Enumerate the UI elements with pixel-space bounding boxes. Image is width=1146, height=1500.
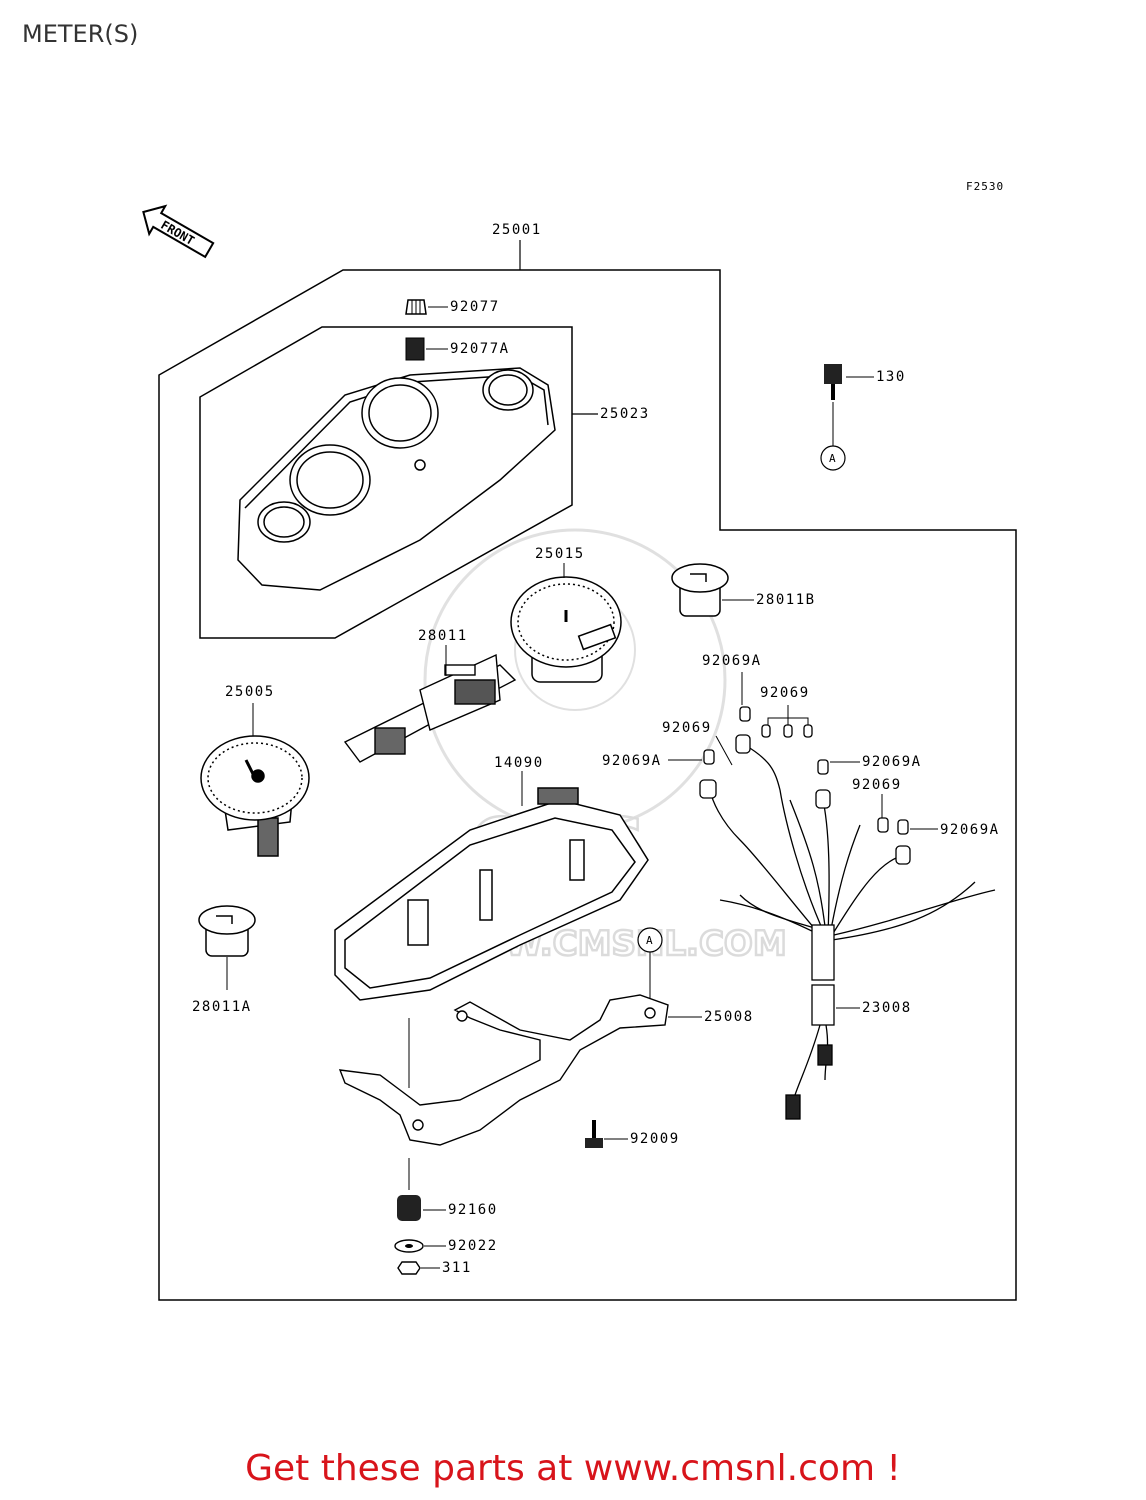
part-label-92160: 92160	[448, 1202, 498, 1218]
part-label-25001: 25001	[492, 222, 542, 238]
svg-text:A: A	[829, 452, 837, 465]
part-25005-gauge	[200, 735, 310, 857]
part-311-nut	[397, 1261, 421, 1275]
part-label-28011b: 28011B	[756, 592, 816, 608]
part-25008-plate	[338, 994, 669, 1146]
part-92077-knob	[405, 299, 427, 315]
part-28011-bracket	[343, 653, 517, 763]
part-92022-washer	[394, 1239, 424, 1253]
part-label-25023: 25023	[600, 406, 650, 422]
part-label-25015: 25015	[535, 546, 585, 562]
part-28011b-socket	[671, 563, 729, 617]
part-label-92069a-right2: 92069A	[940, 822, 1000, 838]
part-130-bolt: A	[820, 364, 846, 471]
part-label-92077: 92077	[450, 299, 500, 315]
part-label-23008: 23008	[862, 1000, 912, 1016]
part-label-92022: 92022	[448, 1238, 498, 1254]
page-title: METER(S)	[22, 20, 139, 48]
svg-text:A: A	[646, 934, 654, 947]
case-outline-25023	[199, 326, 573, 639]
part-92160-grommet	[397, 1195, 421, 1221]
part-label-28011a: 28011A	[192, 999, 252, 1015]
part-label-92069a-top: 92069A	[702, 653, 762, 669]
part-label-92069-c: 92069	[852, 777, 902, 793]
part-25015-gauge	[510, 576, 622, 683]
meter-case-drawing	[237, 367, 556, 591]
part-label-25005: 25005	[225, 684, 275, 700]
bulb-cluster	[699, 706, 911, 865]
part-label-92009: 92009	[630, 1131, 680, 1147]
part-label-92069a-left: 92069A	[602, 753, 662, 769]
part-label-92069-b: 92069	[662, 720, 712, 736]
part-label-14090: 14090	[494, 755, 544, 771]
part-label-28011: 28011	[418, 628, 468, 644]
wiring-harness	[709, 744, 996, 1120]
assembly-outline-25001	[158, 269, 1017, 1301]
part-28011a-socket	[198, 905, 256, 957]
footer-link-text[interactable]: Get these parts at www.cmsnl.com !	[245, 1448, 901, 1489]
part-label-130: 130	[876, 369, 906, 385]
part-label-25008: 25008	[704, 1009, 754, 1025]
front-arrow-icon: FRONT	[142, 204, 215, 259]
figure-code: F2530	[966, 180, 1004, 193]
part-label-311: 311	[442, 1260, 472, 1276]
part-92009-screw	[585, 1120, 603, 1148]
part-92077a-knob	[405, 337, 425, 361]
part-label-92077a: 92077A	[450, 341, 510, 357]
part-label-92069-a: 92069	[760, 685, 810, 701]
part-14090-housing	[334, 787, 649, 1001]
reference-marker-a	[820, 445, 846, 471]
part-label-92069a-right: 92069A	[862, 754, 922, 770]
